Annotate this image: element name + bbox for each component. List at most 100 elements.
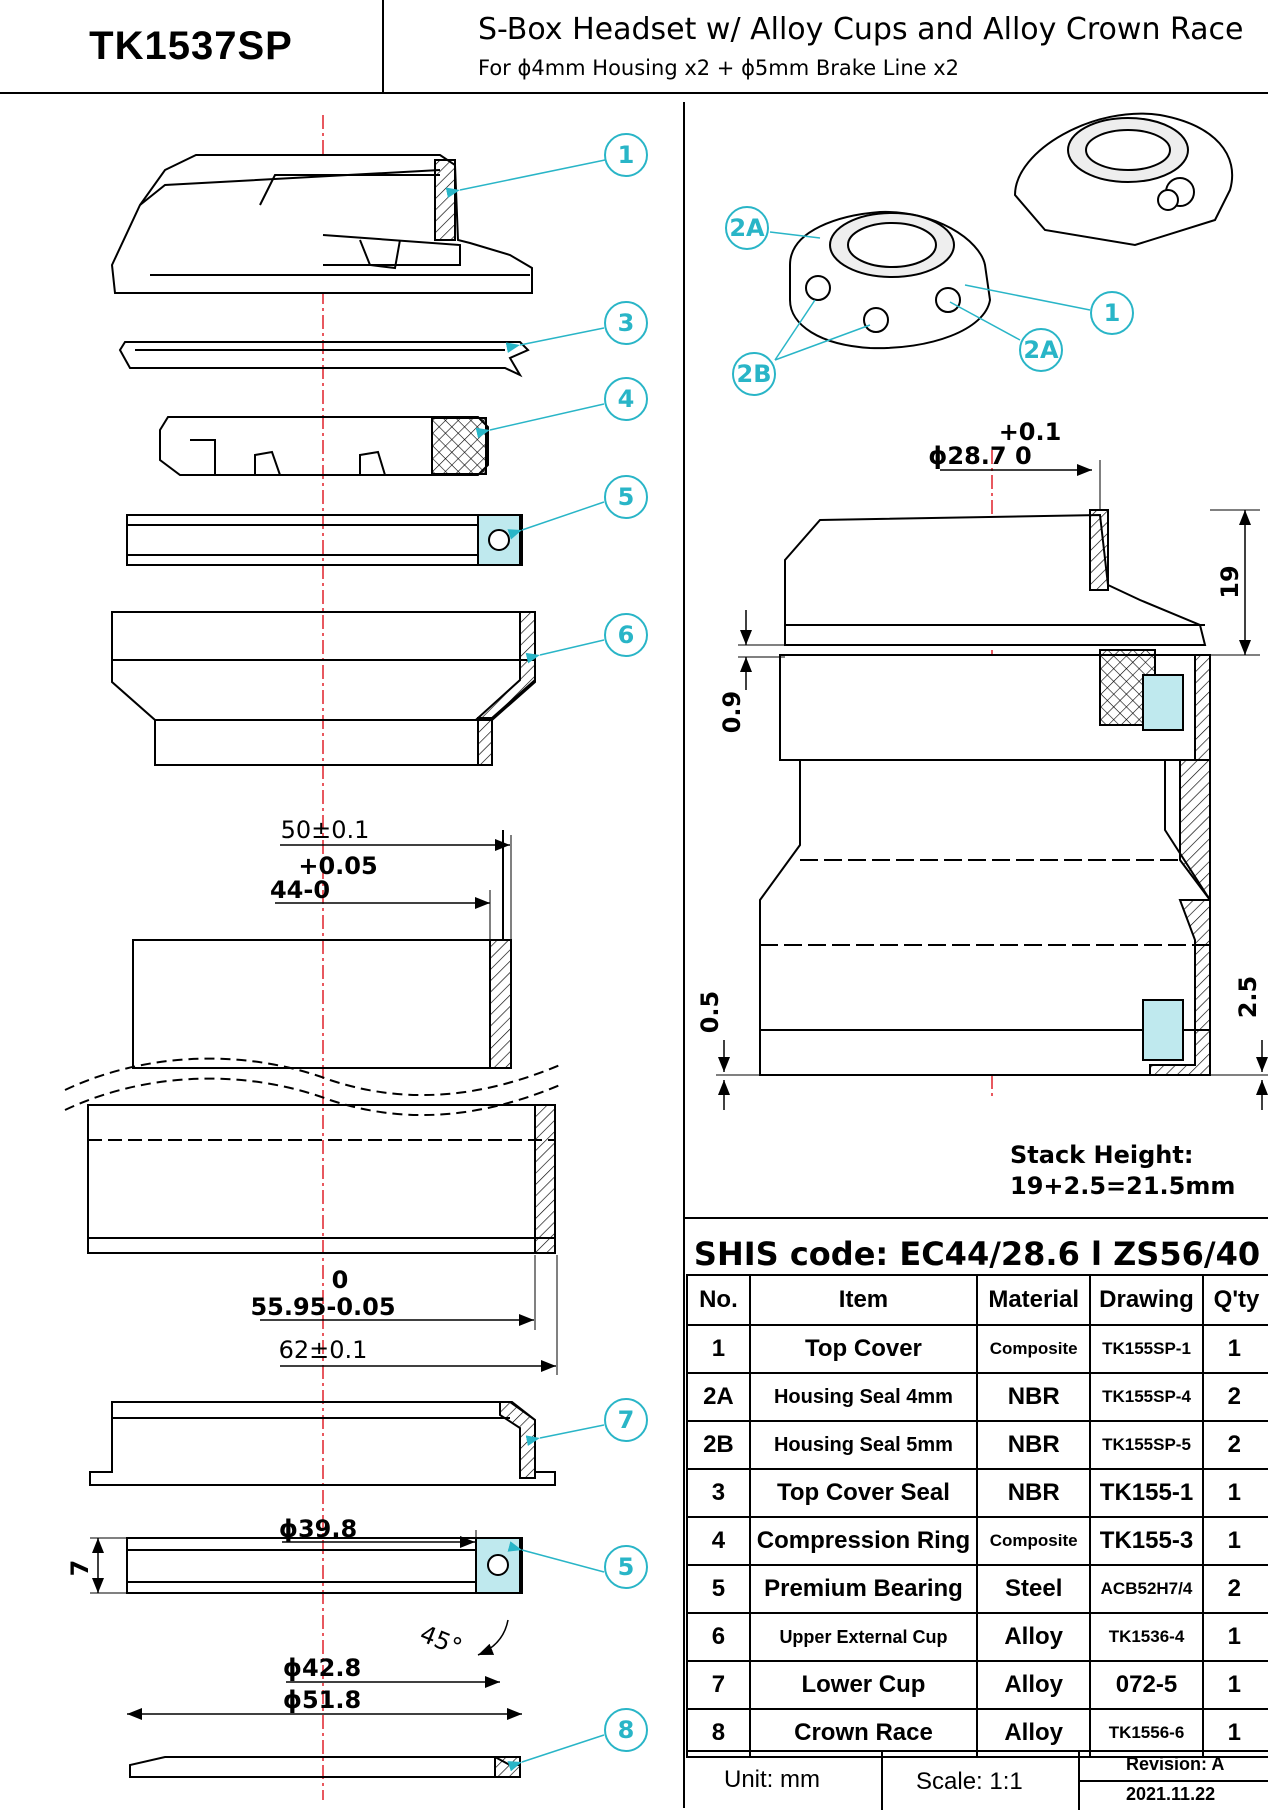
part-lower-cup xyxy=(89,1401,556,1486)
cell-item: Housing Seal 4mm xyxy=(748,1372,979,1422)
cell-no: 2A xyxy=(686,1372,751,1422)
svg-text:5: 5 xyxy=(618,1553,635,1581)
svg-text:7: 7 xyxy=(66,1560,94,1577)
stack-height-value: 19+2.5=21.5mm xyxy=(1010,1172,1236,1200)
dim-55-95: 0 55.95-0.05 xyxy=(250,1255,536,1330)
table-row: 4 Compression Ring Composite TK155-3 1 xyxy=(686,1516,1268,1566)
drawing-subtitle: For ϕ4mm Housing x2 + ϕ5mm Brake Line x2 xyxy=(478,56,960,80)
dim-0-5: 0.5 xyxy=(696,991,760,1110)
cell-no: 6 xyxy=(686,1612,751,1662)
cell-drawing: TK155-3 xyxy=(1089,1516,1204,1566)
svg-text:45°: 45° xyxy=(416,1620,466,1662)
dim-19: 19 xyxy=(1210,509,1260,656)
drawing-title: S-Box Headset w/ Alloy Cups and Alloy Cr… xyxy=(478,12,1244,47)
dim-28-7: +0.1 ϕ28.7 0 xyxy=(928,418,1101,510)
svg-text:6: 6 xyxy=(618,621,635,649)
svg-text:0.9: 0.9 xyxy=(718,691,746,734)
cell-qty: 1 xyxy=(1201,1468,1268,1518)
svg-text:1: 1 xyxy=(618,141,635,169)
cell-material: NBR xyxy=(976,1420,1092,1470)
svg-text:0: 0 xyxy=(332,1266,349,1294)
table-row: 1 Top Cover Composite TK155SP-1 1 xyxy=(686,1324,1268,1374)
callout-5-upper: 5 xyxy=(507,475,648,540)
part-upper-external-cup xyxy=(111,611,536,766)
cell-no: 7 xyxy=(686,1660,751,1710)
col-drawing: Drawing xyxy=(1089,1274,1204,1326)
svg-text:5: 5 xyxy=(618,483,635,511)
revision-label: Revision: A xyxy=(1126,1754,1225,1774)
cell-no: 3 xyxy=(686,1468,751,1518)
stack-height-label: Stack Height: xyxy=(1010,1141,1194,1169)
cell-qty: 1 xyxy=(1201,1516,1268,1566)
cell-drawing: TK1536-4 xyxy=(1089,1612,1204,1662)
cell-qty: 2 xyxy=(1201,1420,1268,1470)
iso-top-cover-view xyxy=(1013,112,1234,247)
callout-4: 4 xyxy=(475,377,648,439)
col-qty: Q'ty xyxy=(1201,1274,1268,1326)
part-number: TK1537SP xyxy=(0,0,384,92)
stack-height-note: Stack Height: 19+2.5=21.5mm xyxy=(1010,1140,1235,1202)
svg-text:19: 19 xyxy=(1216,565,1244,598)
table-row: 7 Lower Cup Alloy 072-5 1 xyxy=(686,1660,1268,1710)
callout-5-lower: 5 xyxy=(507,1541,648,1589)
cell-material: Composite xyxy=(976,1516,1092,1566)
cell-drawing: TK155-1 xyxy=(1089,1468,1204,1518)
col-material: Material xyxy=(976,1274,1092,1326)
svg-text:2A: 2A xyxy=(729,214,765,242)
svg-text:ϕ39.8: ϕ39.8 xyxy=(279,1515,357,1543)
bom-header-row: No. Item Material Drawing Q'ty xyxy=(686,1274,1268,1326)
part-compression-ring xyxy=(159,416,489,476)
callout-3: 3 xyxy=(505,301,648,353)
dim-7: 7 xyxy=(66,1537,127,1594)
dim-51-8: ϕ51.8 xyxy=(127,1686,522,1720)
part-bearing-upper xyxy=(126,514,523,566)
part-top-cover-seal xyxy=(118,341,530,378)
title-block: TK1537SP S-Box Headset w/ Alloy Cups and… xyxy=(0,0,1268,94)
svg-text:7: 7 xyxy=(618,1406,635,1434)
dim-45-deg: 45° xyxy=(416,1620,509,1662)
footer-block: Unit: mm Scale: 1:1 Revision: A 2021.11.… xyxy=(686,1750,1268,1810)
svg-text:ϕ51.8: ϕ51.8 xyxy=(283,1686,361,1714)
dim-44: +0.05 44-0 xyxy=(270,852,491,940)
cell-drawing: TK155SP-1 xyxy=(1089,1324,1204,1374)
iso-callouts: 2A 1 2A 2B xyxy=(725,206,1134,396)
bill-of-materials: No. Item Material Drawing Q'ty 1 Top Cov… xyxy=(686,1274,1268,1758)
table-row: 6 Upper External Cup Alloy TK1536-4 1 xyxy=(686,1612,1268,1662)
cell-drawing: TK155SP-5 xyxy=(1089,1420,1204,1470)
cell-no: 5 xyxy=(686,1564,751,1614)
part-bearing-lower xyxy=(126,1537,523,1594)
cell-item: Top Cover xyxy=(748,1324,979,1374)
cell-qty: 1 xyxy=(1201,1708,1268,1758)
callout-7: 7 xyxy=(525,1398,648,1446)
cell-item: Lower Cup xyxy=(748,1660,979,1710)
cell-qty: 1 xyxy=(1201,1324,1268,1374)
iso-cup-view xyxy=(789,210,992,350)
table-row: 2B Housing Seal 5mm NBR TK155SP-5 2 xyxy=(686,1420,1268,1470)
dim-42-8: ϕ42.8 xyxy=(283,1654,500,1688)
cell-no: 1 xyxy=(686,1324,751,1374)
callout-6: 6 xyxy=(525,613,648,664)
cell-material: Steel xyxy=(976,1564,1092,1614)
svg-text:50±0.1: 50±0.1 xyxy=(281,816,370,844)
cell-material: NBR xyxy=(976,1468,1092,1518)
svg-text:44-0: 44-0 xyxy=(270,876,330,904)
svg-text:0.5: 0.5 xyxy=(696,991,724,1034)
cell-material: Alloy xyxy=(976,1708,1092,1758)
svg-text:+0.1: +0.1 xyxy=(999,418,1062,446)
scale-label: Scale: 1:1 xyxy=(916,1768,1023,1795)
svg-text:ϕ42.8: ϕ42.8 xyxy=(283,1654,361,1682)
table-row: 5 Premium Bearing Steel ACB52H7/4 2 xyxy=(686,1564,1268,1614)
svg-text:ϕ28.7 0: ϕ28.7 0 xyxy=(928,442,1031,470)
cell-material: Alloy xyxy=(976,1660,1092,1710)
svg-text:+0.05: +0.05 xyxy=(298,852,377,880)
dim-0-9: 0.9 xyxy=(718,610,785,733)
svg-text:2B: 2B xyxy=(737,360,772,388)
cell-no: 8 xyxy=(686,1708,751,1758)
cell-drawing: 072-5 xyxy=(1089,1660,1204,1710)
col-item: Item xyxy=(748,1274,979,1326)
cell-drawing: ACB52H7/4 xyxy=(1089,1564,1204,1614)
cell-no: 4 xyxy=(686,1516,751,1566)
svg-text:4: 4 xyxy=(618,385,635,413)
assembly-section xyxy=(759,509,1211,1076)
